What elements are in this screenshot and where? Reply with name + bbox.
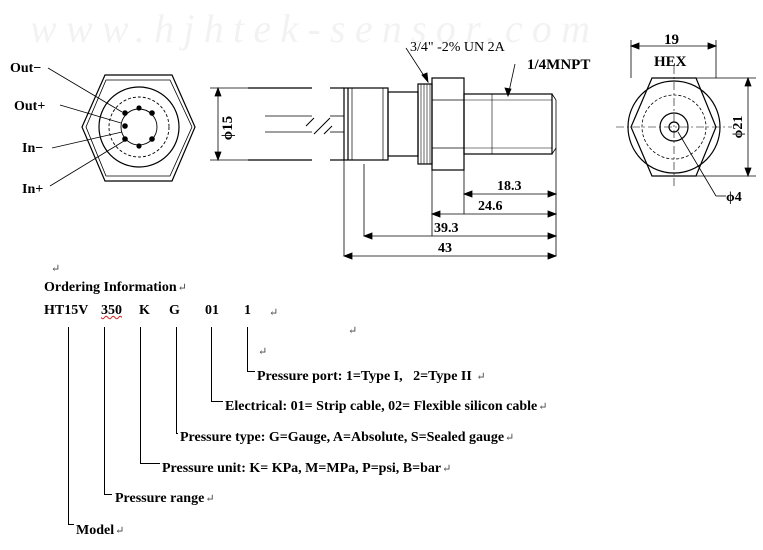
dim-18-3: 18.3 [497, 179, 522, 194]
tree-line-model [68, 327, 69, 524]
diameter-15-label: ϕ15 [220, 116, 236, 140]
tree-line-port [247, 327, 248, 371]
code-range: 350 [101, 303, 122, 318]
hex-label: HEX [654, 54, 687, 70]
dim-24-6: 24.6 [478, 199, 503, 214]
tree-line-type [176, 327, 177, 433]
desc-pressure-type: Pressure type: G=Gauge, A=Absolute, S=Se… [180, 430, 515, 445]
tree-line-unit [140, 327, 141, 463]
tree-line-type [176, 433, 178, 434]
desc-model: Model↵ [76, 523, 125, 538]
code-electrical: 01 [205, 303, 219, 318]
tree-line-electrical [211, 327, 212, 401]
paragraph-mark: ↵ [258, 346, 268, 358]
watermark-text: www.hjhtek-sensor.com [30, 6, 590, 51]
label-out-plus: Out+ [14, 99, 45, 114]
diameter-4-label: ϕ4 [726, 190, 742, 205]
tree-line-range [104, 494, 112, 495]
desc-pressure-port: Pressure port: 1=Type I, 2=Type II ↵ [257, 369, 486, 384]
tree-line-port [247, 371, 255, 372]
tree-line-range [104, 327, 105, 494]
right-end-view [616, 66, 732, 188]
hex-size-19: 19 [664, 32, 679, 48]
desc-pressure-range: Pressure range↵ [115, 491, 215, 506]
tree-line-electrical [211, 401, 223, 402]
tree-line-unit [140, 463, 160, 464]
code-port: 1 [244, 303, 251, 318]
desc-electrical: Electrical: 01= Strip cable, 02= Flexibl… [225, 399, 548, 414]
label-out-minus: Out− [10, 61, 41, 76]
dim-43: 43 [438, 241, 452, 256]
code-model: HT15V [44, 303, 89, 318]
dim-39-3: 39.3 [434, 221, 459, 236]
thread-callout: 3/4" -2% UN 2A [410, 40, 506, 55]
side-view [248, 77, 557, 171]
diameter-21-label: ϕ21 [731, 116, 746, 139]
code-unit: K [139, 303, 150, 318]
paragraph-mark: ↵ [51, 263, 61, 275]
side-view-dimensions [210, 47, 558, 260]
paragraph-mark: ↵ [269, 307, 279, 319]
left-end-view [47, 67, 196, 187]
tree-line-model [68, 524, 74, 525]
code-type: G [169, 303, 180, 318]
ordering-title: Ordering Information↵ [44, 280, 187, 295]
desc-pressure-unit: Pressure unit: K= KPa, M=MPa, P=psi, B=b… [162, 461, 452, 476]
paragraph-mark: ↵ [348, 325, 358, 337]
label-in-minus: In− [22, 141, 43, 156]
right-end-view-dimensions [629, 40, 756, 197]
label-in-plus: In+ [22, 182, 43, 197]
port-callout: 1/4MNPT [527, 57, 590, 73]
